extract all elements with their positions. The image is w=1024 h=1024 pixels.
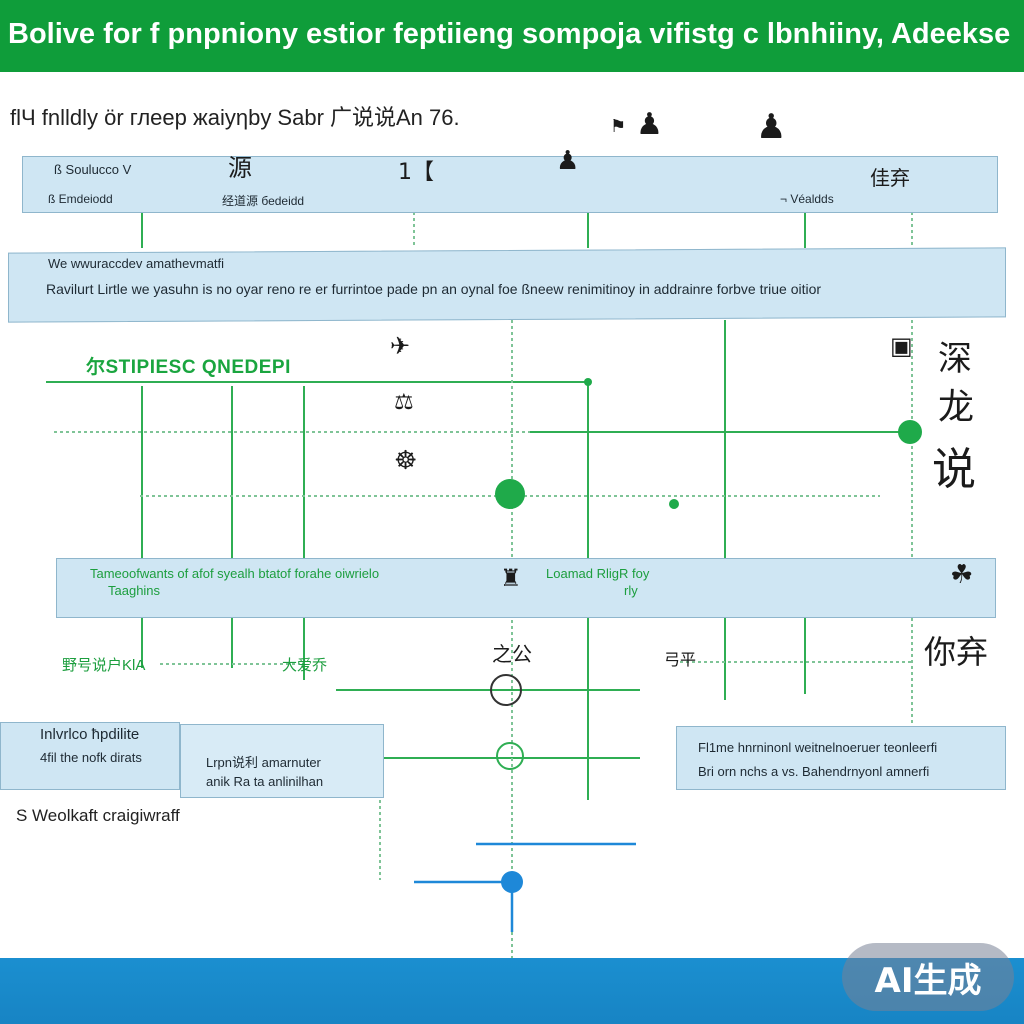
person-icon-3: ♟ — [756, 107, 787, 147]
row-label-center: 大爱乔 — [282, 657, 328, 674]
center-card-line-1: Lrpn说利 amarnuter — [206, 755, 321, 770]
section-heading: 尔STIPIESC QNEDEPI — [86, 357, 291, 378]
side-glyph-2: 龙 — [938, 387, 975, 428]
info-box-body: Ravilurt Lirtle we yasuhn is no oyar ren… — [46, 281, 822, 297]
node-dot-3 — [669, 499, 679, 509]
junction-dot-1 — [584, 378, 592, 386]
diagram-caption: S Weolkaft craigiwraff — [16, 806, 180, 825]
sketch-icon-3: ☸ — [394, 446, 418, 476]
timeline-marker-1: 源 — [228, 154, 252, 182]
row-label-left: 野号说户KlА — [62, 657, 146, 674]
middle-band-left-line-2: Taaghins — [108, 583, 161, 598]
sketch-icon-1: ✈ — [390, 332, 411, 360]
middle-band-right-line-2: rly — [624, 583, 638, 598]
side-glyph-4: 你弃 — [924, 633, 989, 671]
globe-node-1 — [490, 674, 522, 706]
blue-node — [501, 871, 523, 893]
right-card-line-1: Fl1me hnrninonl weitnelnoeruer teonleerf… — [698, 740, 938, 755]
info-box-heading: We wwuraccdev аmathevmatfi — [48, 256, 225, 271]
sketch-icon-4: ☘ — [950, 560, 974, 590]
timeline-label-4: ¬ Véaldds — [780, 192, 834, 206]
center-card-line-2: anik Ra ta anlinilhan — [206, 774, 324, 789]
middle-band-icon: ♜ — [500, 564, 522, 592]
left-card-line-1: Inlvrlco ħpdilite — [40, 726, 140, 743]
page-title: Bolive for f pnpniony estior feptiieng s… — [8, 18, 1011, 50]
timeline-label-2: ß Emdeiodd — [48, 192, 113, 206]
timeline-label-3: 经道源 беdeidd — [222, 194, 305, 208]
globe-node-2 — [496, 742, 524, 770]
ai-generated-badge: AI生成 — [842, 943, 1014, 1011]
subtitle: flЧ fnlldly ör глеep жаiyηby Sabr 广说说An … — [10, 105, 460, 130]
center-card — [180, 724, 384, 798]
person-icon-1: ♟ — [556, 146, 580, 176]
right-card — [676, 726, 1006, 790]
node-dot-1 — [898, 420, 922, 444]
person-icon-2: ♟ — [636, 107, 663, 142]
row-label-r1: 之公 — [492, 642, 532, 666]
row-label-r2: 弓平 — [664, 650, 697, 669]
timeline-label-1: ß Souluccо V — [54, 162, 132, 177]
flag-icon: ⚑ — [610, 116, 627, 137]
node-dot-2 — [495, 479, 525, 509]
right-card-line-2: Bri orn nchs a vs. Bahendrnyonl amnerfi — [698, 764, 930, 779]
left-card-line-2: 4fil the nofk dirats — [40, 750, 142, 765]
timeline-marker-3: 佳弃 — [870, 166, 910, 190]
timeline-marker-2: 1【 — [398, 160, 434, 185]
monitor-icon: ▣ — [890, 332, 913, 360]
timeline-bar — [22, 156, 998, 213]
header-bar: Bolive for f pnpniony estior feptiieng s… — [0, 0, 1024, 72]
side-glyph-3: 说 — [932, 444, 976, 495]
middle-band — [56, 558, 996, 618]
left-card — [0, 722, 180, 790]
middle-band-left-line-1: Tameoofwants of afof syealh btatof forah… — [90, 566, 380, 581]
middle-band-right-line-1: Loamad RligR foy — [546, 566, 650, 581]
side-glyph-1: 深 — [938, 339, 972, 379]
sketch-icon-2: ⚖ — [394, 390, 414, 415]
